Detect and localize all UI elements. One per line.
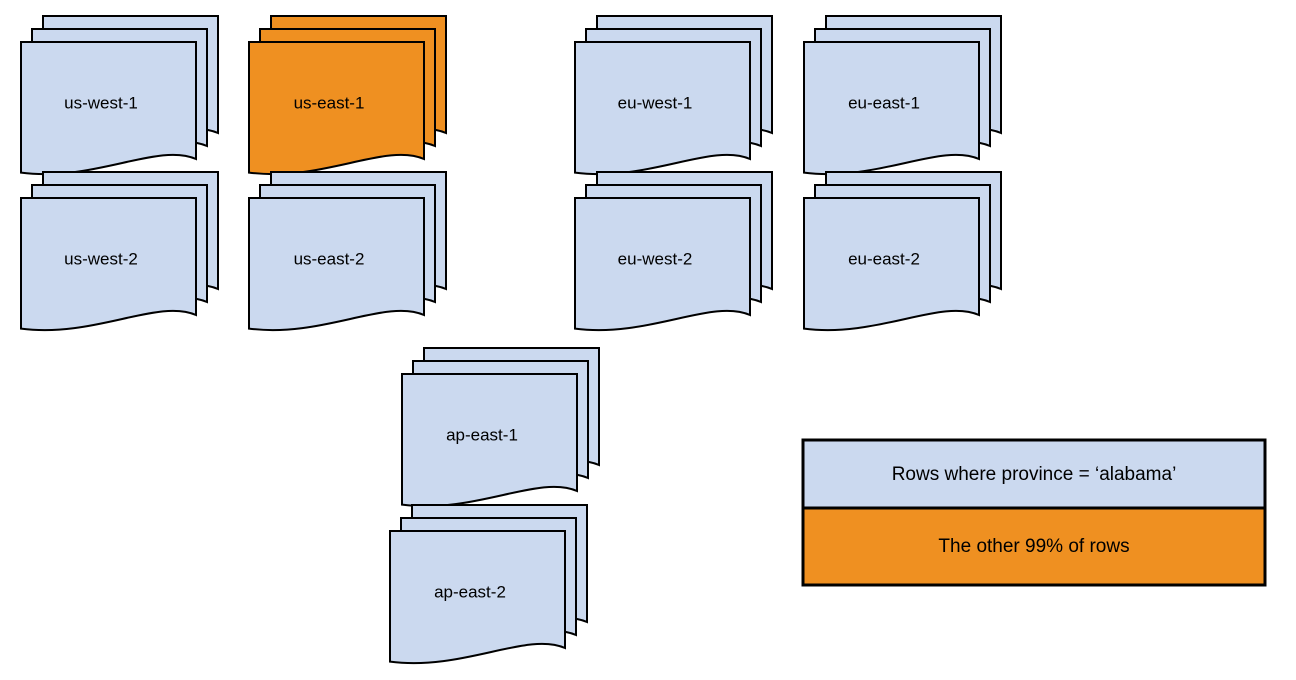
legend-row-other-swatch — [801, 506, 1267, 587]
doc-sheet-front[interactable] — [803, 197, 980, 331]
document-stack-eu-west-2[interactable]: eu-west-2 — [574, 171, 773, 331]
legend-row-matching: Rows where province = ‘alabama’ — [801, 438, 1267, 510]
doc-sheet-front[interactable] — [20, 41, 197, 175]
doc-sheet-front[interactable] — [803, 41, 980, 175]
doc-sheet-front[interactable] — [401, 373, 578, 507]
document-stack-us-west-2[interactable]: us-west-2 — [20, 171, 219, 331]
document-stack-eu-east-2[interactable]: eu-east-2 — [803, 171, 1002, 331]
doc-sheet-front[interactable] — [574, 41, 751, 175]
doc-sheet-front[interactable] — [248, 41, 425, 175]
document-stack-eu-east-1[interactable]: eu-east-1 — [803, 15, 1002, 175]
legend-row-other: The other 99% of rows — [801, 506, 1267, 587]
legend-row-matching-swatch — [801, 438, 1267, 510]
document-stack-us-east-1[interactable]: us-east-1 — [248, 15, 447, 175]
doc-sheet-front[interactable] — [389, 530, 566, 664]
document-stack-eu-west-1[interactable]: eu-west-1 — [574, 15, 773, 175]
document-stack-ap-east-2[interactable]: ap-east-2 — [389, 504, 588, 664]
document-stack-ap-east-1[interactable]: ap-east-1 — [401, 347, 600, 507]
document-stack-us-east-2[interactable]: us-east-2 — [248, 171, 447, 331]
doc-sheet-front[interactable] — [20, 197, 197, 331]
doc-sheet-front[interactable] — [574, 197, 751, 331]
legend-group: Rows where province = ‘alabama’The other… — [801, 438, 1267, 587]
doc-sheet-front[interactable] — [248, 197, 425, 331]
document-stack-us-west-1[interactable]: us-west-1 — [20, 15, 219, 175]
